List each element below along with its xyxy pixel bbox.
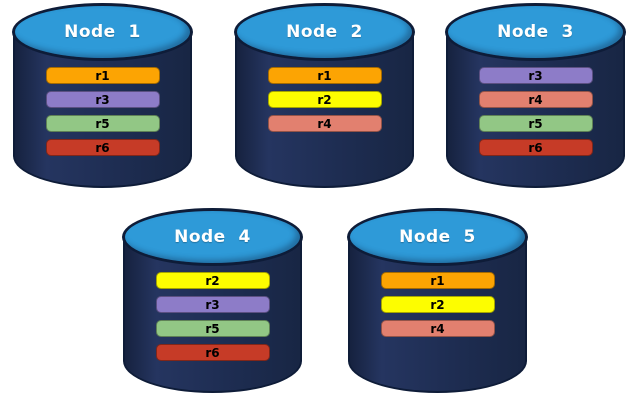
replica-bar: r4 [380, 320, 495, 337]
replica-list: r1 r2 r4 [347, 272, 528, 337]
replica-bar-label: r5 [95, 116, 110, 131]
node-cylinder: Node 2 r1 r2 r4 [234, 3, 415, 188]
cylinder-top-ellipse: Node 1 [12, 3, 193, 61]
node-cylinder: Node 4 r2 r3 r5 r6 [122, 208, 303, 393]
replica-bar-label: r4 [317, 116, 332, 131]
replica-bar-label: r2 [317, 92, 332, 107]
replica-bar: r2 [380, 296, 495, 313]
replica-list: r3 r4 r5 r6 [445, 67, 626, 156]
replica-list: r1 r3 r5 r6 [12, 67, 193, 156]
replica-bar: r4 [267, 115, 382, 132]
replica-bar: r5 [155, 320, 270, 337]
replica-bar: r5 [478, 115, 593, 132]
replica-bar: r5 [45, 115, 160, 132]
replica-bar-label: r4 [430, 321, 445, 336]
replica-bar-label: r6 [528, 140, 543, 155]
replica-bar: r3 [155, 296, 270, 313]
replica-bar: r6 [478, 139, 593, 156]
replica-bar: r2 [267, 91, 382, 108]
replica-bar-label: r6 [205, 345, 220, 360]
replica-bar: r3 [478, 67, 593, 84]
node-title: Node 3 [497, 22, 574, 42]
replica-bar: r1 [45, 67, 160, 84]
replica-bar-label: r5 [205, 321, 220, 336]
replica-bar-label: r3 [205, 297, 220, 312]
node-cylinder: Node 3 r3 r4 r5 r6 [445, 3, 626, 188]
replica-bar: r1 [380, 272, 495, 289]
node-cylinder: Node 5 r1 r2 r4 [347, 208, 528, 393]
replica-bar: r1 [267, 67, 382, 84]
cylinder-top-ellipse: Node 2 [234, 3, 415, 61]
replica-bar-label: r2 [205, 273, 220, 288]
replica-bar-label: r2 [430, 297, 445, 312]
replica-bar-label: r3 [528, 68, 543, 83]
replica-list: r1 r2 r4 [234, 67, 415, 132]
replica-bar-label: r1 [317, 68, 332, 83]
node-title: Node 5 [399, 227, 476, 247]
cylinder-top-ellipse: Node 5 [347, 208, 528, 266]
node-title: Node 4 [174, 227, 251, 247]
replica-bar-label: r3 [95, 92, 110, 107]
replica-bar: r3 [45, 91, 160, 108]
replica-bar: r2 [155, 272, 270, 289]
replica-bar-label: r4 [528, 92, 543, 107]
node-title: Node 2 [286, 22, 363, 42]
cylinder-top-ellipse: Node 4 [122, 208, 303, 266]
replica-bar-label: r1 [95, 68, 110, 83]
cylinder-top-ellipse: Node 3 [445, 3, 626, 61]
replica-bar: r6 [155, 344, 270, 361]
replica-bar-label: r6 [95, 140, 110, 155]
node-cylinder: Node 1 r1 r3 r5 r6 [12, 3, 193, 188]
replica-list: r2 r3 r5 r6 [122, 272, 303, 361]
replica-bar: r4 [478, 91, 593, 108]
replica-bar: r6 [45, 139, 160, 156]
replica-bar-label: r5 [528, 116, 543, 131]
node-title: Node 1 [64, 22, 141, 42]
replica-bar-label: r1 [430, 273, 445, 288]
